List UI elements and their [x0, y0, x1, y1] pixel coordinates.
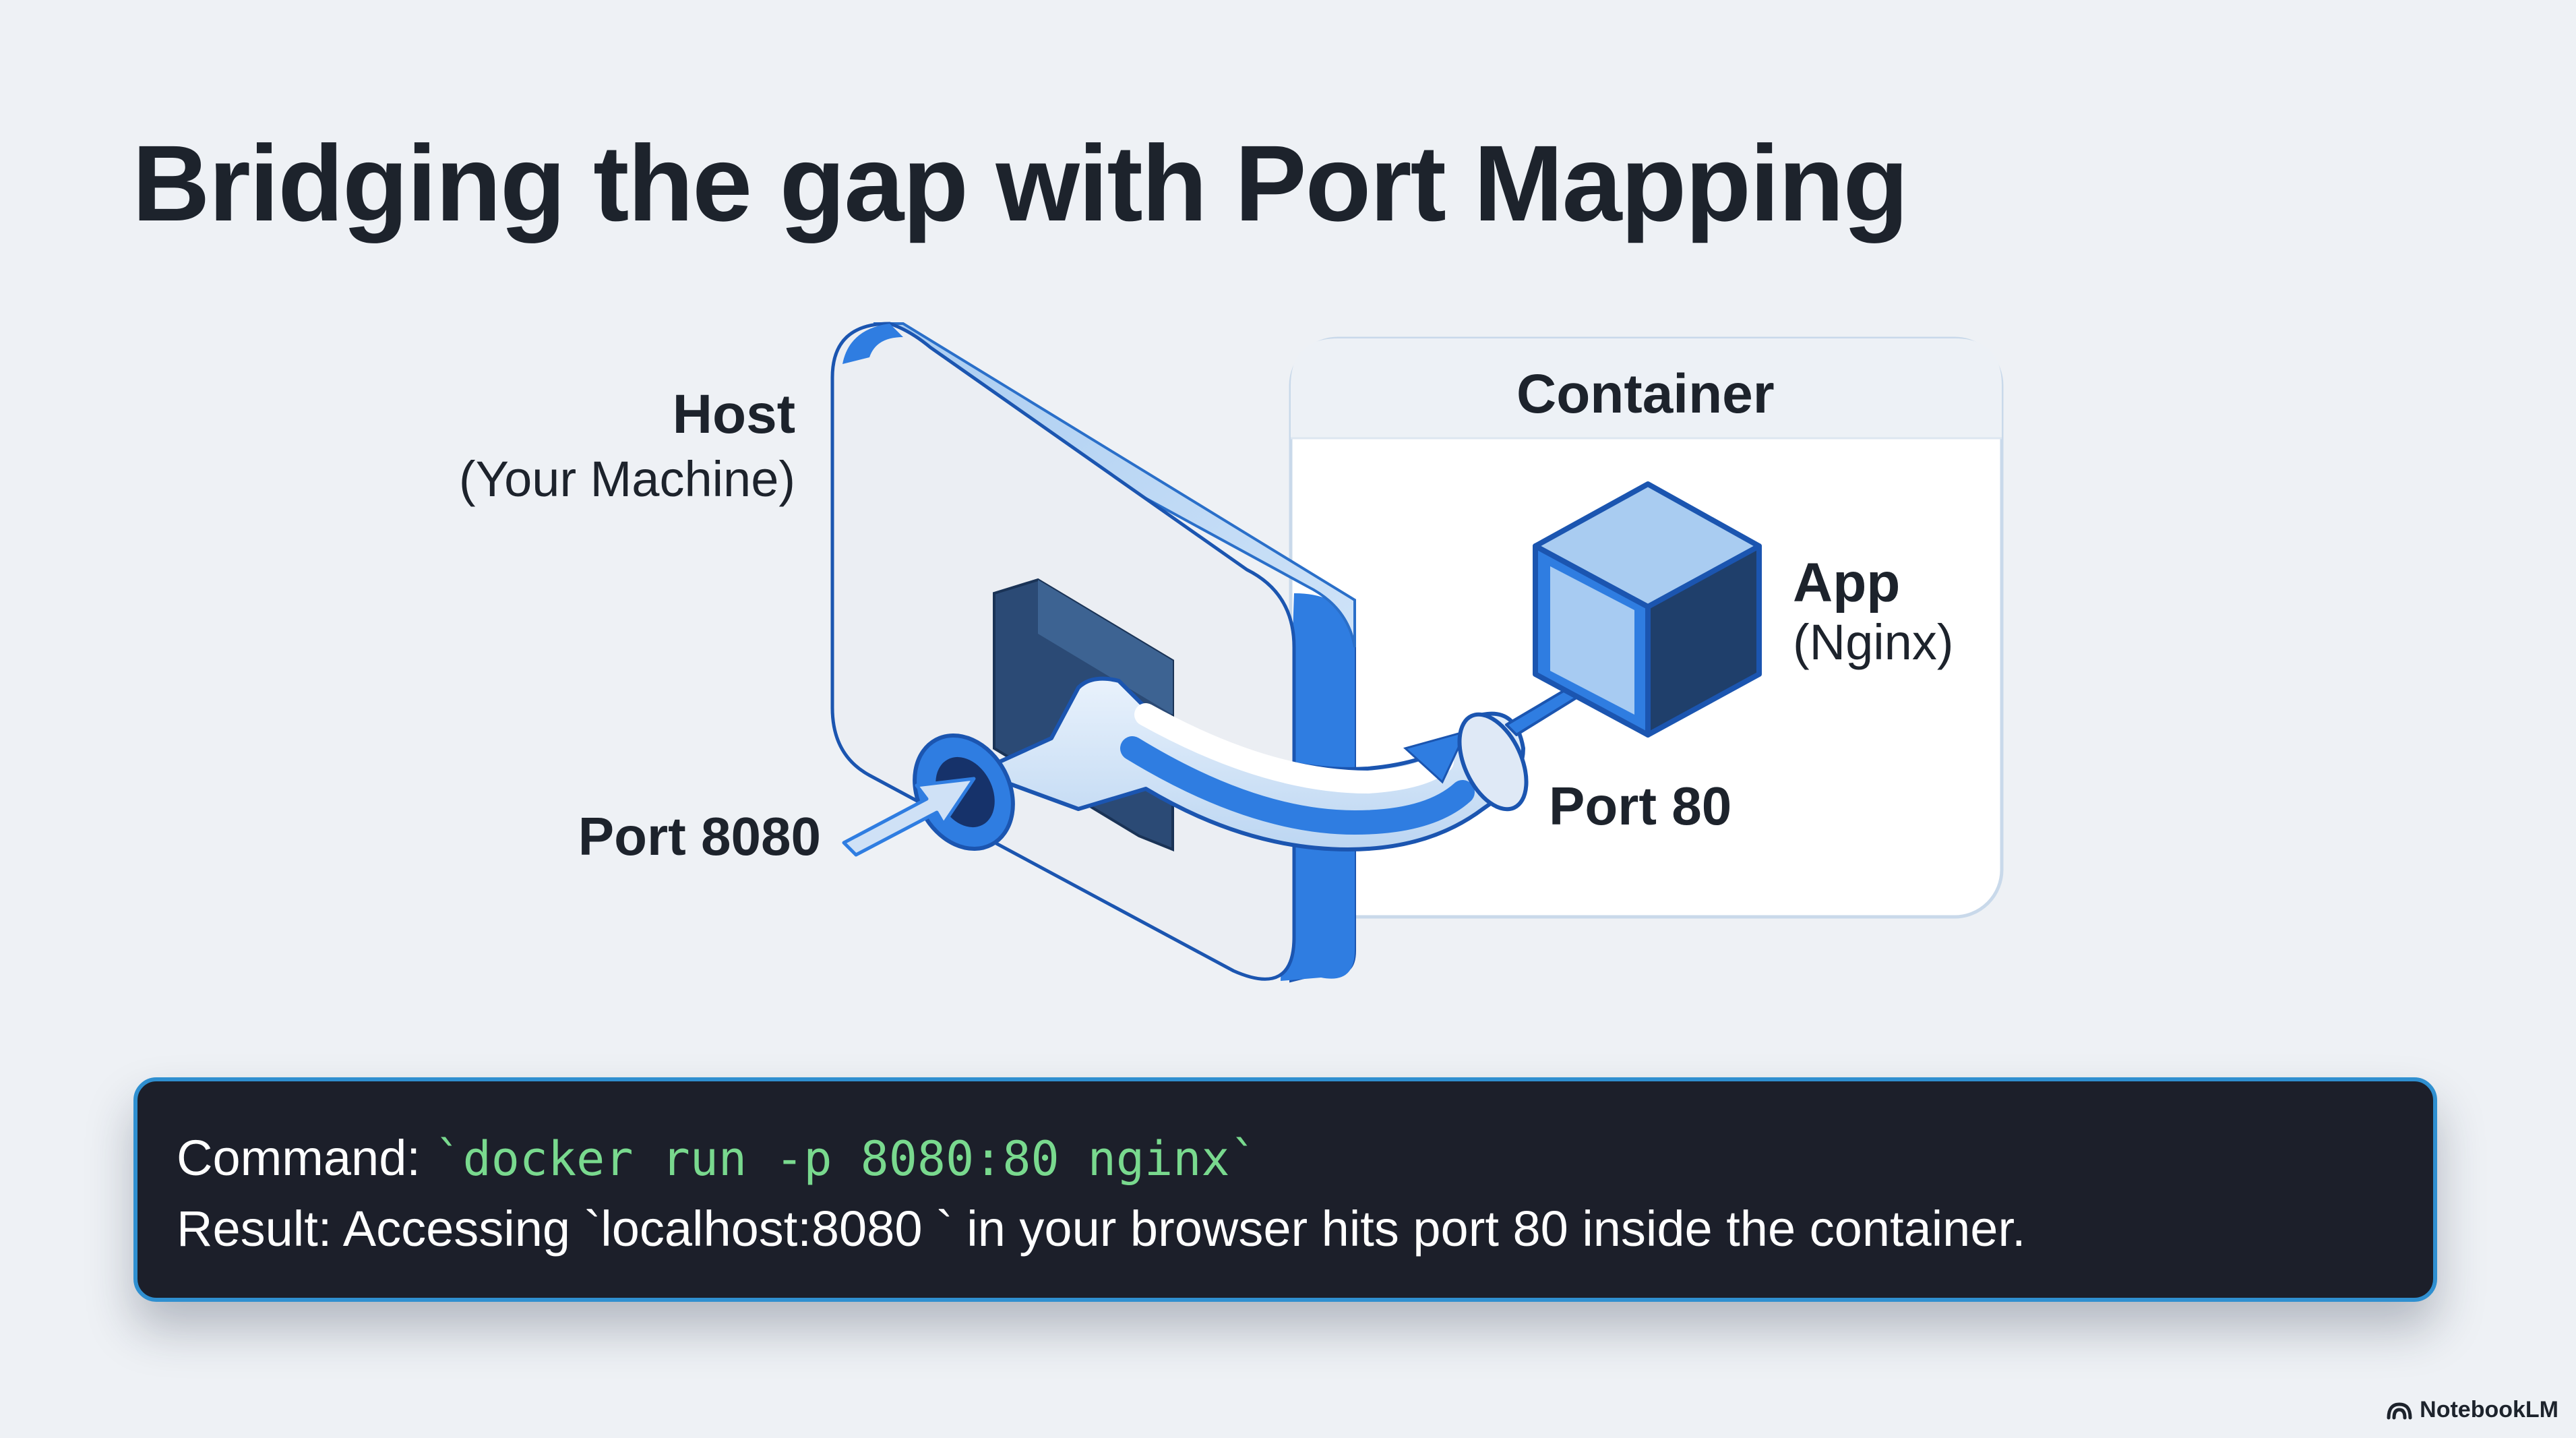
command-panel: Command: `docker run -p 8080:80 nginx` R… [133, 1077, 2437, 1302]
incoming-arrow [842, 777, 976, 857]
host-port-label: Port 8080 [578, 806, 821, 866]
command-label: Command: [177, 1130, 435, 1186]
command-line: Command: `docker run -p 8080:80 nginx` [177, 1123, 2394, 1194]
brand-name: NotebookLM [2420, 1397, 2558, 1422]
app-cube-icon [1533, 481, 1762, 738]
host-panel [830, 322, 1356, 983]
page-title: Bridging the gap with Port Mapping [132, 123, 1909, 243]
port-mapping-tube [913, 676, 1529, 851]
notebooklm-logo-icon [2387, 1402, 2412, 1419]
app-subtitle: (Nginx) [1793, 614, 1954, 670]
brand-watermark: NotebookLM [2386, 1397, 2558, 1423]
host-subtitle: (Your Machine) [458, 451, 795, 507]
app-title: App [1793, 552, 1901, 613]
command-code: `docker run -p 8080:80 nginx` [434, 1131, 1258, 1187]
host-title: Host [672, 384, 795, 445]
result-line: Result: Accessing `localhost:8080 ` in y… [177, 1201, 2026, 1257]
container-title: Container [1516, 363, 1775, 425]
container-port-label: Port 80 [1549, 776, 1732, 836]
